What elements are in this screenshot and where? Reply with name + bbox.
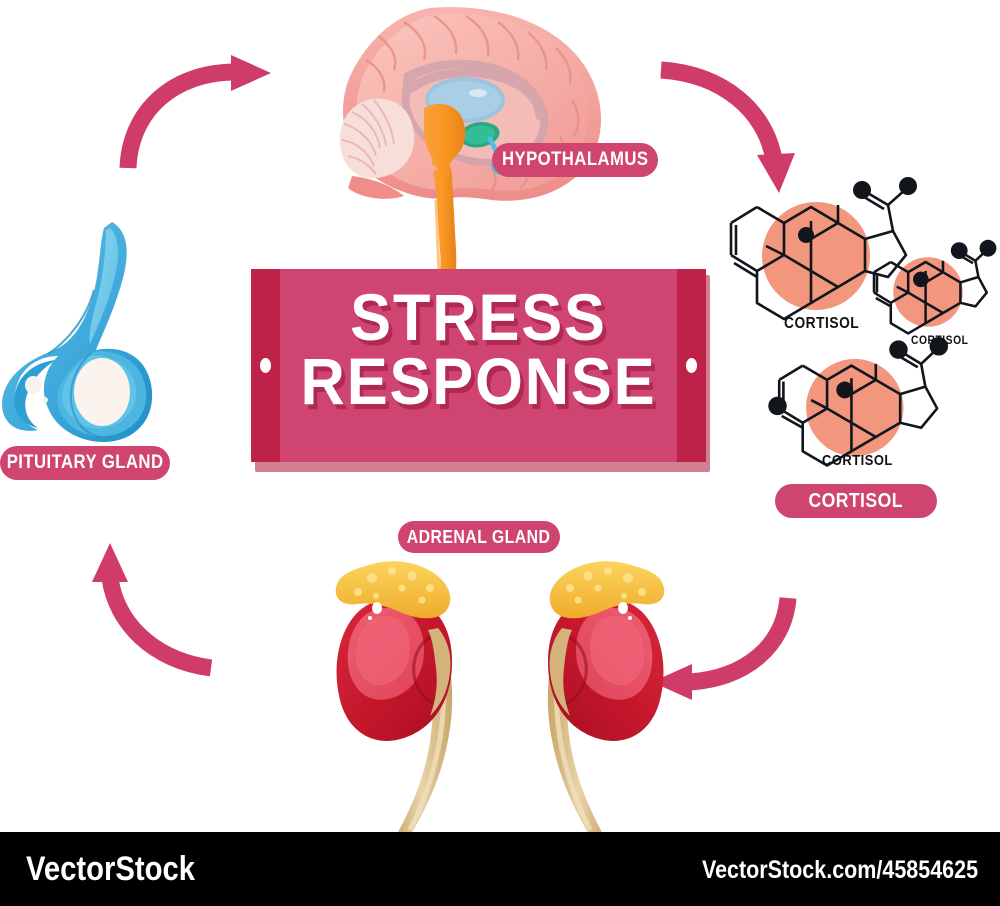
arrow-hypothalamus-to-cortisol [660, 61, 795, 193]
label-cortisol: CORTISOL [775, 484, 937, 518]
vectorstock-logo: VectorStock [26, 850, 196, 888]
arrow-pituitary-to-hypothalamus [119, 55, 271, 169]
cortisol-molecule-label-medium: CORTISOL [822, 452, 893, 469]
pituitary-gland-illustration [2, 222, 153, 442]
sign-face: STRESS RESPONSE [251, 269, 706, 462]
label-pituitary-gland: PITUITARY GLAND [0, 446, 170, 480]
stress-response-sign: STRESS RESPONSE [251, 269, 710, 472]
watermark-bar: VectorStock VectorStock.com/45854625 [0, 832, 1000, 906]
sign-rivet-right [686, 358, 697, 373]
title-line-2: RESPONSE [300, 344, 657, 419]
label-adrenal-gland: ADRENAL GLAND [398, 521, 560, 553]
cortisol-molecule-large [729, 177, 917, 321]
kidney-right [547, 561, 665, 836]
label-hypothalamus: HYPOTHALAMUS [492, 143, 658, 177]
page-title: STRESS RESPONSE [280, 280, 677, 419]
sign-rivet-left [260, 358, 271, 373]
title-line-1: STRESS [350, 280, 607, 354]
cortisol-molecule-small [872, 239, 997, 335]
kidney-left [335, 561, 453, 836]
cortisol-molecule-label-small: CORTISOL [911, 333, 969, 347]
arrow-adrenal-to-pituitary [92, 543, 213, 677]
vectorstock-url: VectorStock.com/45854625 [701, 856, 978, 884]
kidneys-illustration [335, 561, 665, 836]
cortisol-molecule-label-large: CORTISOL [784, 315, 860, 332]
cortisol-molecule-medium [768, 337, 949, 467]
arrow-cortisol-to-adrenal [652, 596, 797, 700]
